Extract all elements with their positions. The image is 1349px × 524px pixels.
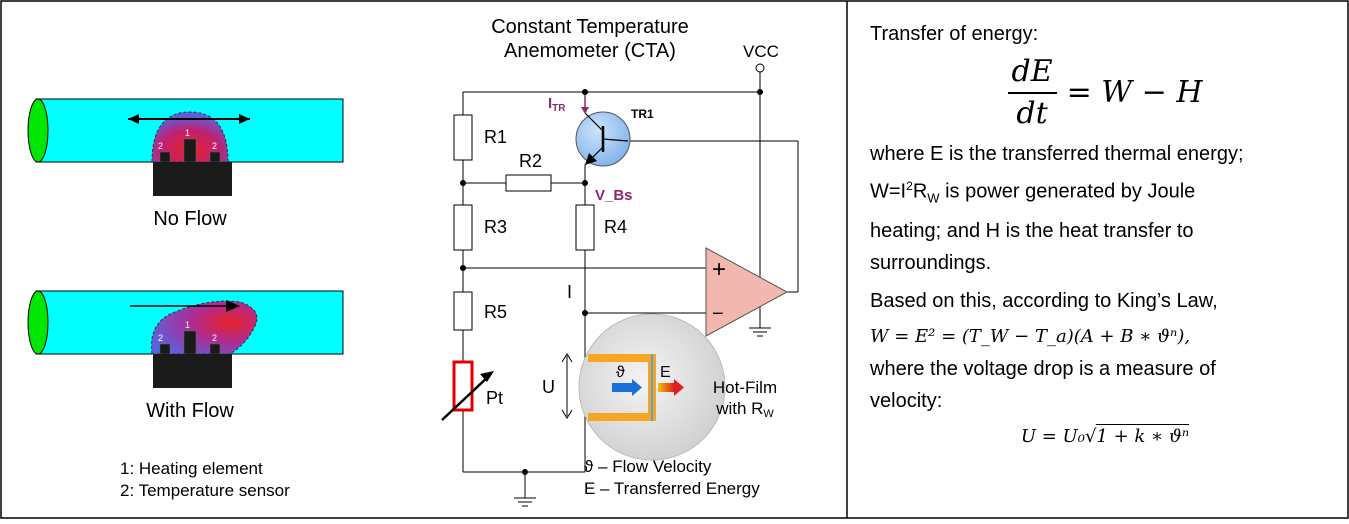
eq1-numerator: dE — [1007, 52, 1057, 94]
theta-label: ϑ — [616, 364, 625, 381]
vcc-terminal — [755, 63, 765, 73]
temp-sensor-right — [209, 151, 221, 163]
hot-film-label: Hot-Film — [713, 378, 777, 397]
r3-label: R3 — [484, 217, 507, 237]
resistor-r4 — [575, 204, 595, 251]
resistor-r3 — [453, 204, 473, 251]
w-definition-line3: surroundings. — [870, 251, 992, 274]
text-panel: Transfer of energy: dE dt = W − H where … — [870, 18, 1340, 453]
e-label: E — [660, 364, 671, 381]
no-flow-label: No Flow — [153, 208, 227, 230]
w-definition-line2: heating; and H is the heat transfer to — [870, 219, 1194, 242]
num-2-label: 2 — [212, 141, 217, 151]
u-label: U — [542, 377, 555, 397]
voltage-text-line1: where the voltage drop is a measure of — [870, 357, 1216, 380]
energy-arrow-icon — [658, 383, 674, 392]
resistor-r2 — [505, 174, 552, 192]
num-2-label: 2 — [158, 333, 163, 343]
op-amp — [705, 247, 789, 337]
legend-temperature-sensor: 2: Temperature sensor — [120, 481, 290, 500]
w-definition: W=I2RW is power generated by Joule — [870, 179, 1196, 206]
voltage-equation: U = U₀√1 + k ∗ ϑⁿ — [1020, 423, 1190, 447]
pipe-end-icon — [27, 290, 49, 355]
voltage-text-line2: velocity: — [870, 389, 943, 412]
circuit-nodes — [460, 89, 763, 475]
heat-zone — [151, 111, 229, 163]
kings-law-equation: W = E² = (T_W − T_a)(A + B ∗ ϑⁿ), — [870, 325, 1191, 347]
hot-film-rw-label: with RW — [715, 399, 774, 420]
eq1-rhs: = W − H — [1066, 75, 1203, 110]
eq1-denominator: dt — [1016, 96, 1048, 131]
vcc-label: VCC — [743, 42, 779, 61]
sensor-base — [153, 354, 232, 388]
where-e-text: where E is the transferred thermal energ… — [870, 143, 1244, 165]
itr-label: ITR — [548, 95, 566, 114]
cta-title-line1: Constant Temperature — [491, 16, 689, 38]
tr1-label: TR1 — [631, 107, 654, 121]
emitter-arrow-icon — [585, 153, 597, 165]
pt-sensor — [452, 360, 474, 412]
pipe-with-flow: 1 2 2 — [27, 290, 344, 388]
r1-label: R1 — [484, 127, 507, 147]
num-1-label: 1 — [185, 320, 190, 330]
heating-element — [183, 138, 197, 163]
cta-title-line2: Anemometer (CTA) — [504, 40, 676, 62]
legend-heating-element: 1: Heating element — [120, 459, 263, 478]
num-1-label: 1 — [185, 128, 190, 138]
flow-arrow-blue-icon — [612, 383, 632, 392]
resistor-r5 — [453, 291, 473, 331]
energy-equation: dE dt = W − H — [870, 52, 1340, 134]
pipe-end-icon — [27, 98, 49, 163]
sensor-base — [153, 162, 232, 196]
heat-zone-skewed — [150, 300, 258, 355]
pipe-no-flow: 1 2 2 — [27, 98, 344, 196]
r5-label: R5 — [484, 302, 507, 322]
kings-law-text: Based on this, according to King’s Law, — [870, 289, 1218, 312]
variable-arrow-icon — [441, 374, 491, 421]
r4-label: R4 — [604, 217, 627, 237]
temp-sensor-left — [159, 151, 171, 163]
transfer-heading: Transfer of energy: — [870, 23, 1039, 45]
i-label: I — [567, 282, 572, 302]
derivative-fraction: dE dt — [1007, 52, 1057, 134]
num-2-label: 2 — [158, 141, 163, 151]
pt-label: Pt — [486, 388, 503, 408]
flow-velocity-legend: ϑ – Flow Velocity — [584, 457, 712, 476]
r2-label: R2 — [519, 151, 542, 171]
v-bs-label: V_Bs — [595, 187, 633, 204]
with-flow-label: With Flow — [146, 400, 234, 422]
resistor-r1 — [453, 114, 473, 161]
opamp-plus: + — [712, 256, 726, 283]
transferred-energy-legend: E – Transferred Energy — [584, 479, 760, 498]
num-2-label: 2 — [212, 333, 217, 343]
opamp-minus: − — [712, 303, 724, 325]
